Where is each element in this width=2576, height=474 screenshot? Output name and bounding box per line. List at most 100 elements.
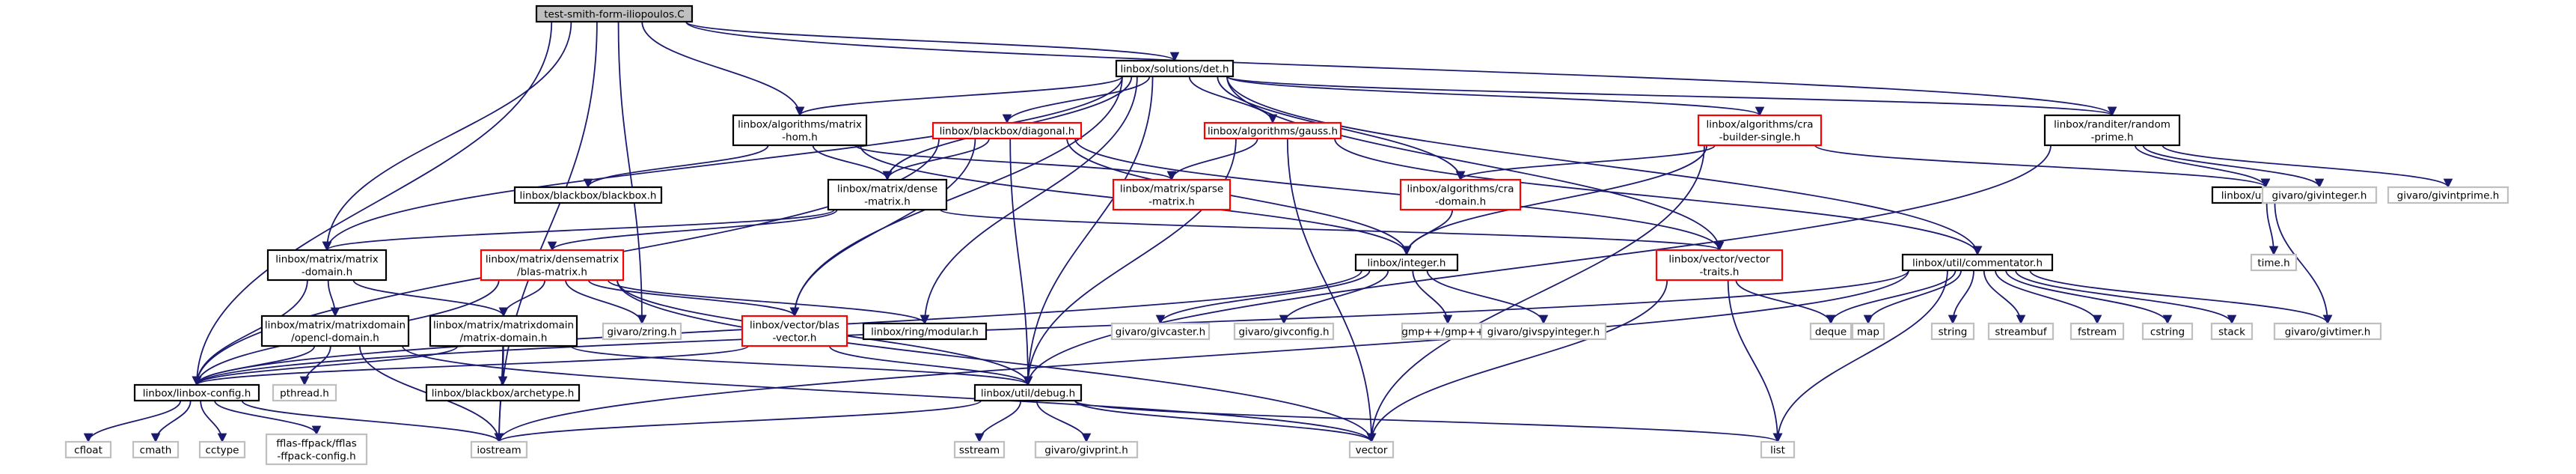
edge-algorithms_gauss-to-matrix_sparse_matrix	[1166, 138, 1258, 181]
edge-util_debug-to-givprint	[1035, 400, 1092, 443]
node-label: linbox/util/debug.h	[981, 388, 1075, 400]
node-util-commentator[interactable]: linbox/util/commentator.h	[1901, 253, 2054, 272]
node-label: fstream	[2078, 326, 2117, 338]
node-fstream[interactable]: fstream	[2069, 322, 2125, 341]
edge-randiter_random_prime-to-util_timer	[2134, 145, 2271, 189]
edge-opencl_domain-to-pthread	[299, 345, 331, 386]
node-label: linbox/vector/vector	[1668, 254, 1770, 266]
node-label: linbox/ring/modular.h	[871, 326, 979, 338]
edge-solutions_det-to-blackbox_diagonal	[1002, 76, 1151, 124]
node-givspyinteger[interactable]: givaro/givspyinteger.h	[1480, 322, 1607, 341]
node-integer-h[interactable]: linbox/integer.h	[1354, 253, 1459, 272]
node-list[interactable]: list	[1760, 440, 1796, 459]
node-algorithms-matrix-hom[interactable]: linbox/algorithms/matrix-hom.h	[732, 114, 868, 147]
node-mdomain-matrix-domain[interactable]: linbox/matrix/matrixdomain/matrix-domain…	[429, 315, 578, 347]
edge-vector_vector_traits-to-vector	[1366, 279, 1668, 443]
node-algorithms-gauss[interactable]: linbox/algorithms/gauss.h	[1203, 121, 1342, 140]
node-matrix-dense-matrix[interactable]: linbox/matrix/dense-matrix.h	[827, 178, 948, 211]
node-givtimer[interactable]: givaro/givtimer.h	[2273, 322, 2382, 341]
edge-util_commentator-to-string	[1948, 270, 1974, 325]
edge-util_commentator-to-stack	[2015, 270, 2237, 325]
node-label: givaro/givinteger.h	[2272, 190, 2367, 202]
node-box	[1112, 178, 1232, 211]
node-stack[interactable]: stack	[2210, 322, 2254, 341]
node-iostream[interactable]: iostream	[470, 440, 528, 459]
node-root[interactable]: test-smith-form-iliopoulos.C	[535, 4, 694, 23]
node-pthread[interactable]: pthread.h	[272, 383, 337, 402]
edge-blackbox_diagonal-to-integer_h	[1066, 138, 1412, 256]
node-randiter-random-prime[interactable]: linbox/randiter/random-prime.h	[2043, 114, 2181, 147]
node-densematrix-blas-matrix[interactable]: linbox/matrix/densematrix/blas-matrix.h	[480, 249, 625, 282]
edge-util_commentator-to-map	[1863, 270, 1962, 325]
node-box	[1930, 322, 1975, 341]
edge-blackbox_diagonal-to-util_debug	[1009, 138, 1033, 386]
node-box	[535, 4, 694, 23]
node-opencl-domain[interactable]: linbox/matrix/matrixdomain/opencl-domain…	[260, 315, 410, 347]
node-cmath[interactable]: cmath	[132, 440, 180, 459]
node-label: givaro/givtimer.h	[2285, 326, 2371, 338]
node-box	[1203, 121, 1342, 140]
node-box	[480, 249, 625, 282]
edge-linbox_config-to-iostream	[241, 400, 504, 443]
node-vector-blas-vector[interactable]: linbox/vector/blas-vector.h	[741, 315, 848, 347]
node-algorithms-cra-builder-single[interactable]: linbox/algorithms/cra-builder-single.h	[1697, 114, 1823, 147]
node-label: list	[1770, 445, 1785, 457]
edge-integer_h-to-givconfig	[1279, 270, 1389, 325]
node-givintprime[interactable]: givaro/givintprime.h	[2387, 186, 2509, 204]
node-streambuf[interactable]: streambuf	[1987, 322, 2055, 341]
edge-algorithms_gauss-to-util_commentator	[1334, 138, 1983, 256]
node-linbox-config[interactable]: linbox/linbox-config.h	[133, 383, 260, 402]
node-blackbox-blackbox[interactable]: linbox/blackbox/blackbox.h	[513, 186, 663, 204]
edge-linbox_config-to-cctype	[200, 400, 227, 443]
node-label: /opencl-domain.h	[291, 332, 379, 344]
node-gmpxx[interactable]: gmp++/gmp++.h	[1401, 322, 1495, 341]
node-util-debug[interactable]: linbox/util/debug.h	[973, 383, 1083, 402]
node-label: /matrix-domain.h	[460, 332, 548, 344]
node-cctype[interactable]: cctype	[198, 440, 246, 459]
node-givinteger[interactable]: givaro/givinteger.h	[2261, 186, 2378, 204]
node-box	[265, 433, 368, 466]
node-givprint[interactable]: givaro/givprint.h	[1034, 440, 1139, 459]
node-label: linbox/matrix/densematrix	[486, 254, 619, 266]
node-blackbox-archetype[interactable]: linbox/blackbox/archetype.h	[425, 383, 581, 402]
edge-algorithms_gauss-to-util_debug	[1023, 138, 1237, 386]
node-label: streambuf	[1995, 326, 2047, 338]
node-vector[interactable]: vector	[1348, 440, 1395, 459]
edge-matrix_dense_matrix-to-matrix_matrix_domain	[322, 209, 835, 252]
node-label: pthread.h	[280, 388, 329, 400]
node-box	[2069, 322, 2125, 341]
node-vector-vector-traits[interactable]: linbox/vector/vector-traits.h	[1655, 249, 1784, 282]
node-sstream[interactable]: sstream	[953, 440, 1006, 459]
node-box	[266, 249, 388, 282]
node-label: linbox/algorithms/matrix	[738, 119, 862, 131]
node-cfloat[interactable]: cfloat	[64, 440, 112, 459]
node-time-h[interactable]: time.h	[2250, 253, 2298, 272]
node-box	[862, 322, 988, 341]
node-label: linbox/vector/blas	[750, 320, 839, 332]
node-box	[931, 121, 1083, 140]
node-givzring[interactable]: givaro/zring.h	[602, 322, 682, 341]
node-ring-modular[interactable]: linbox/ring/modular.h	[862, 322, 988, 341]
node-label: string	[1939, 326, 1968, 338]
node-solutions-det[interactable]: linbox/solutions/det.h	[1115, 59, 1235, 78]
edge-util_commentator-to-fstream	[1995, 270, 2102, 325]
node-string[interactable]: string	[1930, 322, 1975, 341]
edge-randiter_random_prime-to-givinteger	[2142, 145, 2325, 189]
node-matrix-sparse-matrix[interactable]: linbox/matrix/sparse-matrix.h	[1112, 178, 1232, 211]
node-box	[1354, 253, 1459, 272]
node-map[interactable]: map	[1851, 322, 1885, 341]
node-label: stack	[2218, 326, 2245, 338]
node-deque[interactable]: deque	[1809, 322, 1853, 341]
edge-randiter_random_prime-to-util_debug	[1023, 145, 2052, 386]
node-cstring[interactable]: cstring	[2141, 322, 2194, 341]
node-algorithms-cra-domain[interactable]: linbox/algorithms/cra-domain.h	[1399, 178, 1522, 211]
node-matrix-matrix-domain[interactable]: linbox/matrix/matrix-domain.h	[266, 249, 388, 282]
node-blackbox-diagonal[interactable]: linbox/blackbox/diagonal.h	[931, 121, 1083, 140]
node-fflas-config[interactable]: fflas-ffpack/fflas-ffpack-config.h	[265, 433, 368, 466]
node-box	[602, 322, 682, 341]
node-box	[2210, 322, 2254, 341]
node-box	[198, 440, 246, 459]
node-givconfig[interactable]: givaro/givconfig.h	[1233, 322, 1335, 341]
node-label: -domain.h	[302, 267, 352, 279]
node-givcaster[interactable]: givaro/givcaster.h	[1110, 322, 1211, 341]
